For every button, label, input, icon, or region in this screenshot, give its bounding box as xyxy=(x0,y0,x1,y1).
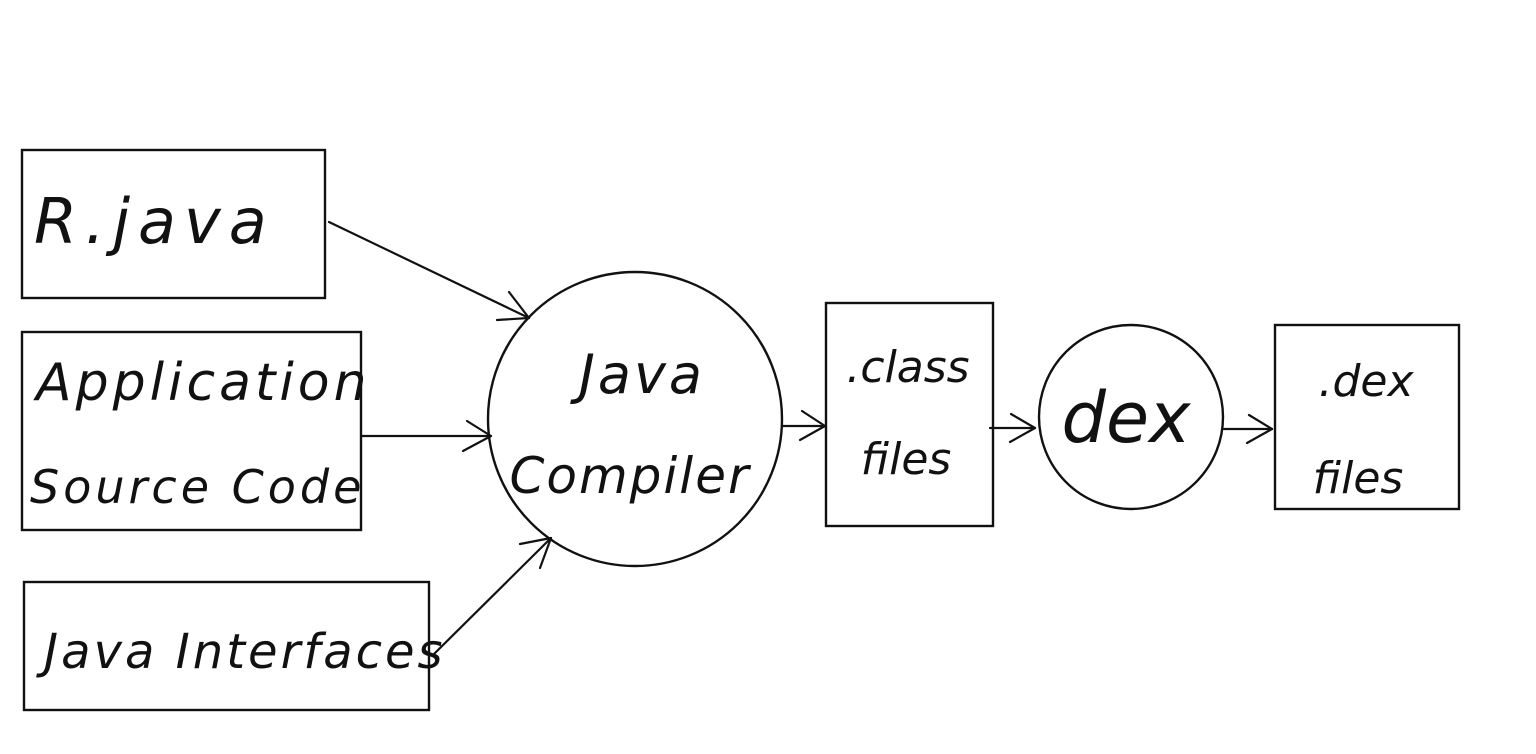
class-files-label-line1: .class xyxy=(846,342,969,393)
arrow-compiler-to-class-files xyxy=(780,409,827,442)
application-source-label-line1: Application xyxy=(33,353,371,413)
dex-label: dex xyxy=(1062,377,1192,459)
java-compiler-node: Java Compiler xyxy=(486,270,784,568)
java-compiler-label-line1: Java xyxy=(570,343,705,406)
java-interfaces-node: Java Interfaces xyxy=(22,580,446,712)
arrow-r-java-to-compiler xyxy=(327,220,531,322)
r-java-node: R.java xyxy=(20,148,327,300)
dex-node: dex xyxy=(1037,323,1225,511)
java-interfaces-label: Java Interfaces xyxy=(36,624,446,680)
application-source-code-node: Application Source Code xyxy=(20,330,371,532)
java-compiler-label-line2: Compiler xyxy=(509,447,751,505)
arrow-interfaces-to-compiler xyxy=(432,536,553,656)
class-files-label-line2: files xyxy=(861,434,952,485)
arrow-class-files-to-dex xyxy=(988,412,1037,444)
application-source-label-line2: Source Code xyxy=(30,460,365,514)
dex-files-node: .dex files xyxy=(1273,323,1461,511)
r-java-label: R.java xyxy=(34,185,275,258)
class-files-node: .class files xyxy=(824,301,995,528)
dex-files-label-line2: files xyxy=(1313,453,1404,504)
arrow-dex-to-dex-files xyxy=(1222,413,1274,445)
dex-files-label-line1: .dex xyxy=(1318,356,1414,407)
arrow-source-to-compiler xyxy=(360,419,493,453)
